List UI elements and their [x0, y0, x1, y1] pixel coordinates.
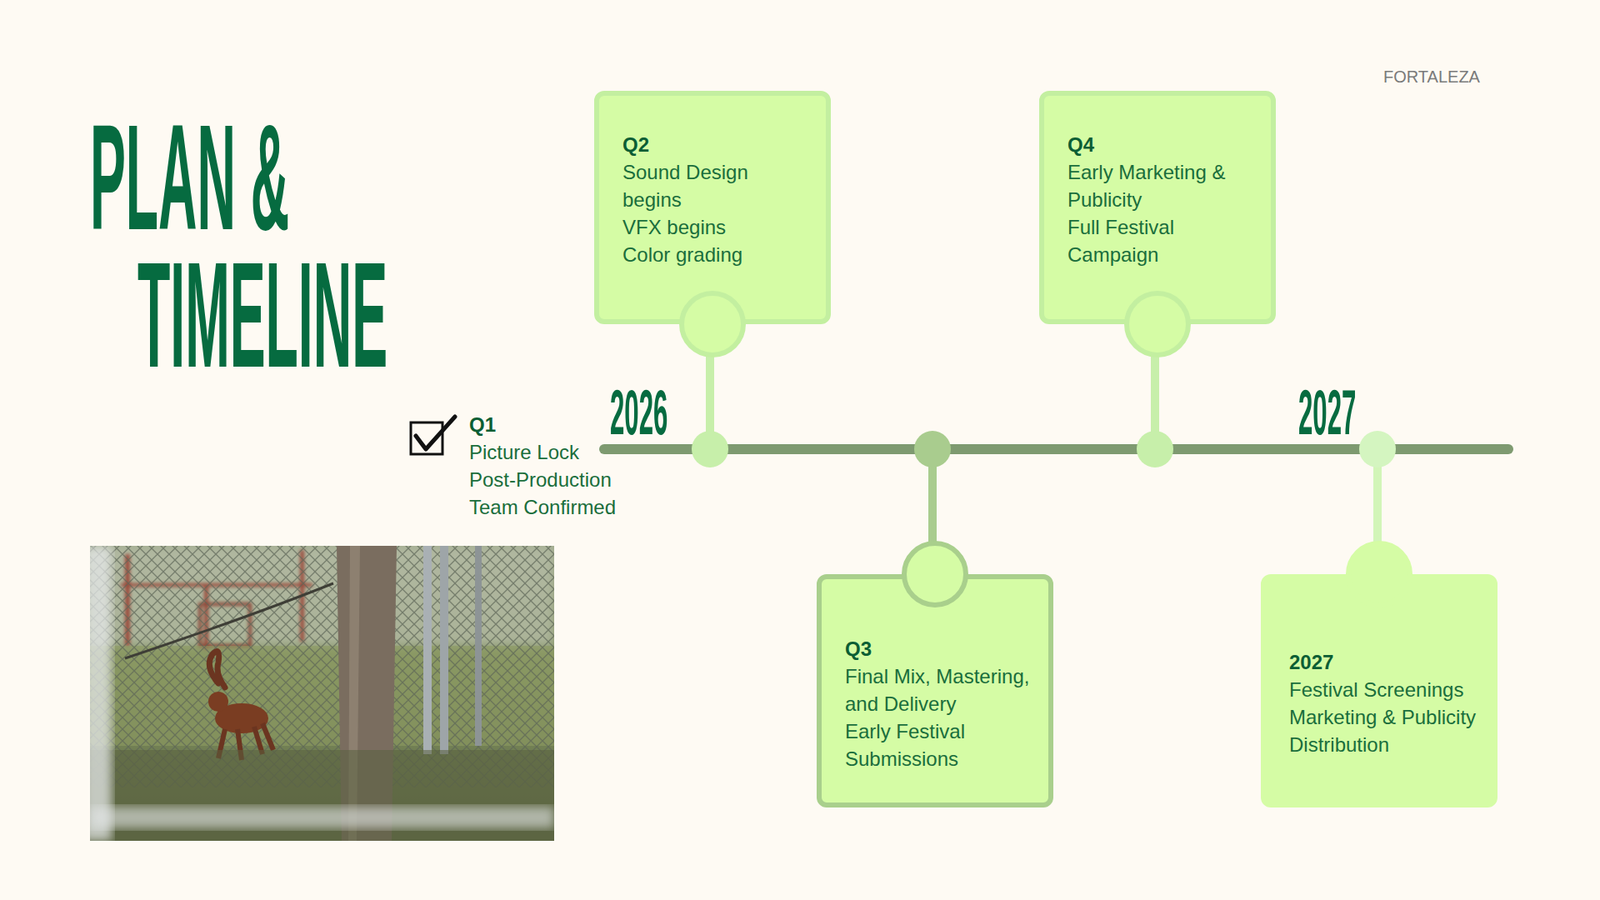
fence-pole [440, 545, 449, 755]
year-label: 2027 [1298, 380, 1356, 445]
blurred-bar [90, 806, 555, 829]
timeline-dot [691, 430, 729, 468]
milestone-box: Q2Sound Design beginsVFX beginsColor gra… [594, 90, 831, 325]
milestone-task: Festival Screenings [1289, 675, 1478, 704]
task-text: Team Confirmed [469, 493, 616, 521]
timeline-dot [914, 430, 951, 468]
milestone-heading: Q4 [1067, 130, 1256, 159]
milestone-task: Final Mix, Mastering, and Delivery [845, 662, 1034, 718]
milestone-circle [1124, 290, 1191, 358]
milestone-circle [901, 540, 969, 608]
milestone-circle [679, 290, 746, 358]
task-text: Picture Lock [469, 438, 580, 466]
ground-shadow [90, 750, 555, 841]
milestone-task: Early Marketing & Publicity [1067, 158, 1256, 214]
milestone-task: Marketing & Publicity [1289, 703, 1478, 731]
photo [90, 545, 555, 841]
quarter-heading: Q1 [469, 410, 496, 439]
timeline-dot [1359, 430, 1396, 468]
milestone-task: Full Festival Campaign [1067, 213, 1256, 269]
milestone-box: 2027Festival ScreeningsMarketing & Publi… [1260, 574, 1498, 808]
timeline-dot [1136, 430, 1174, 468]
task-text: Post-Production [469, 465, 612, 494]
milestone-task: Distribution [1289, 730, 1478, 759]
photo-ground [90, 545, 555, 841]
blurred-bar [90, 545, 112, 841]
monkey [208, 651, 274, 760]
check-mark [415, 416, 455, 450]
milestone-heading: 2027 [1289, 648, 1478, 676]
milestone-task: Color grading [622, 240, 811, 269]
fence-pole [423, 545, 432, 755]
milestone-box: Q3Final Mix, Mastering, and DeliveryEarl… [816, 574, 1054, 808]
year-label: 2026 [610, 380, 668, 445]
milestone-task: Early Festival Submissions [845, 717, 1034, 773]
milestone-heading: Q2 [622, 130, 811, 159]
milestone-circle [1345, 540, 1413, 608]
milestone-box: Q4Early Marketing & PublicityFull Festiv… [1039, 90, 1276, 325]
corner-label: FORTALEZA [1383, 66, 1480, 87]
fence-wire [125, 583, 334, 659]
milestone-task: Sound Design begins [622, 158, 811, 214]
milestone-task: VFX begins [622, 213, 811, 241]
milestone-heading: Q3 [845, 635, 1034, 663]
fence-pole [475, 545, 482, 746]
slide-title: PLAN & TIMELINE [90, 108, 405, 384]
